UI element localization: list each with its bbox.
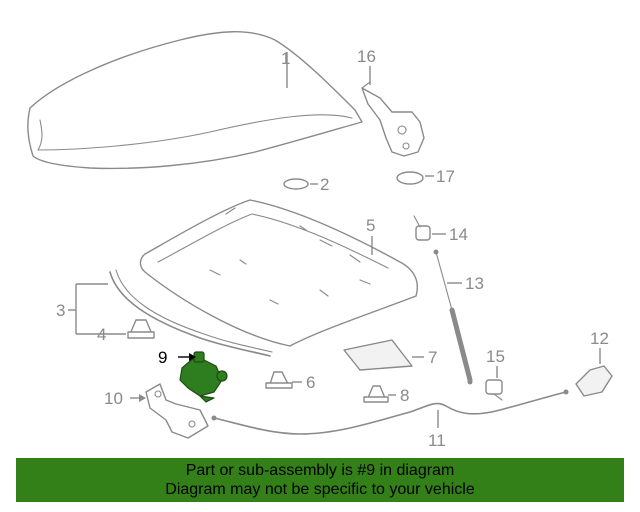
part-12-release-handle <box>575 365 613 397</box>
part-4-clip <box>127 319 155 339</box>
callout-6: 6 <box>306 373 315 392</box>
part-5-hood-insulator <box>139 199 418 347</box>
banner-line-2: Diagram may not be specific to your vehi… <box>165 481 475 498</box>
callout-5: 5 <box>366 216 375 235</box>
part-1-hood-panel <box>27 31 363 170</box>
hood-parts-diagram: 1 16 2 17 5 14 13 3 <box>27 31 613 450</box>
part-7-pad <box>343 339 413 371</box>
part-9-hood-latch-highlighted[interactable] <box>179 351 228 403</box>
callout-10: 10 <box>104 389 123 408</box>
callout-1: 1 <box>281 49 290 68</box>
part-15-release-lever <box>485 379 503 401</box>
part-13-hood-support-strut <box>433 249 473 385</box>
callout-16: 16 <box>357 47 376 66</box>
part-11-release-cable <box>213 391 567 435</box>
info-banner: Part or sub-assembly is #9 in diagram Di… <box>16 458 624 502</box>
part-16-hood-hinge <box>361 81 425 157</box>
part-17-seal <box>396 171 424 185</box>
callout-7: 7 <box>428 348 437 367</box>
callout-3: 3 <box>56 301 65 320</box>
banner-line-1: Part or sub-assembly is #9 in diagram <box>185 462 455 479</box>
callout-13: 13 <box>465 274 484 293</box>
callout-9: 9 <box>158 348 167 367</box>
part-2-seal <box>283 178 309 190</box>
callout-11: 11 <box>428 431 446 450</box>
callout-8: 8 <box>400 386 409 405</box>
callout-12: 12 <box>590 329 609 348</box>
part-14-hood-stopper <box>413 215 431 241</box>
callout-4: 4 <box>97 325 106 344</box>
callout-2: 2 <box>320 175 329 194</box>
callout-15: 15 <box>486 347 505 366</box>
callout-17: 17 <box>436 167 455 186</box>
part-10-lock-support <box>145 383 209 439</box>
part-3-weatherstrip <box>109 271 271 357</box>
part-8-clip <box>363 385 389 403</box>
part-6-clip <box>265 371 293 389</box>
callout-14: 14 <box>449 225 468 244</box>
